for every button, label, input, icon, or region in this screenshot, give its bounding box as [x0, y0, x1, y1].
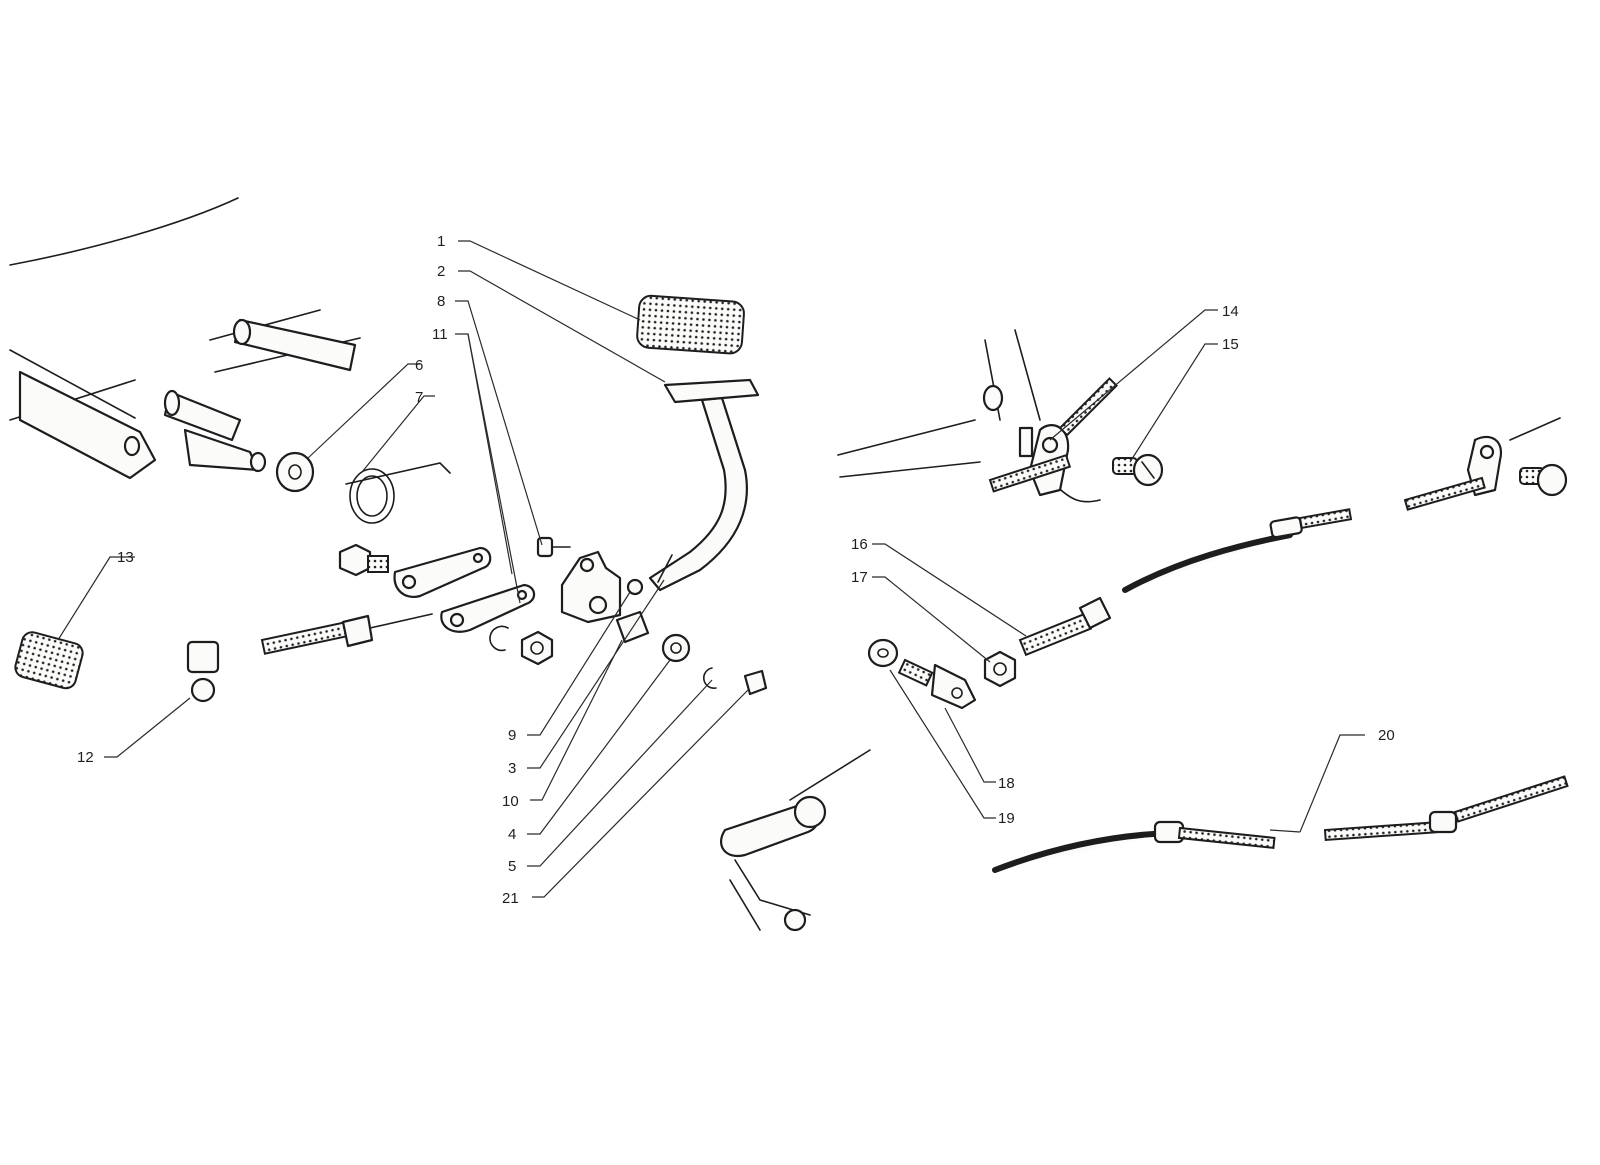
callout-12: 12: [77, 749, 94, 766]
callout-3: 3: [508, 760, 516, 777]
washer-6: [275, 451, 315, 493]
screw-15: [1112, 453, 1164, 487]
adjuster-13: [14, 631, 84, 690]
callout-10: 10: [502, 793, 519, 810]
threaded-rod: [260, 613, 433, 655]
callout-13: 13: [117, 549, 134, 566]
upper-cable: [1122, 508, 1353, 593]
callout-7: 7: [415, 389, 423, 406]
adjuster-bolt-16: [1018, 596, 1112, 657]
pin-8: [536, 536, 571, 558]
linkage-arm-11: [393, 546, 536, 633]
callout-15: 15: [1222, 336, 1239, 353]
cable-clip-right: [1403, 435, 1568, 511]
frame-tube: [18, 318, 357, 480]
callout-1: 1: [437, 233, 445, 250]
frame-bracket-14: [982, 377, 1118, 497]
callout-14: 14: [1222, 303, 1239, 320]
callout-4: 4: [508, 826, 516, 843]
nut-bolt-left: [338, 543, 389, 577]
brake-pedal: [636, 294, 760, 592]
callout-21: 21: [502, 890, 519, 907]
callout-20: 20: [1378, 727, 1395, 744]
clamp-12: [186, 640, 220, 703]
pedal-bracket: [560, 550, 622, 624]
callout-8: 8: [437, 293, 445, 310]
cable-20: [992, 775, 1569, 873]
nut-17: [983, 650, 1017, 688]
callout-2: 2: [437, 263, 445, 280]
return-spring-7: [345, 462, 451, 524]
callout-5: 5: [508, 858, 516, 875]
leader-lines: [57, 240, 1365, 898]
callout-16: 16: [851, 536, 868, 553]
clip-and-nut: [489, 625, 554, 666]
callout-6: 6: [415, 357, 423, 374]
washer-19: [867, 638, 899, 668]
callout-9: 9: [508, 727, 516, 744]
small-parts-center: [615, 554, 768, 696]
callout-17: 17: [851, 569, 868, 586]
callout-19: 19: [998, 810, 1015, 827]
clamp-bolt-18: [897, 658, 977, 710]
callout-numbers: 1 2 3 4 5 6 7 8 9 10 11 12 13 14 15 16 1…: [77, 233, 1395, 907]
lower-linkage: [720, 749, 871, 932]
callout-18: 18: [998, 775, 1015, 792]
callout-11: 11: [432, 326, 448, 343]
